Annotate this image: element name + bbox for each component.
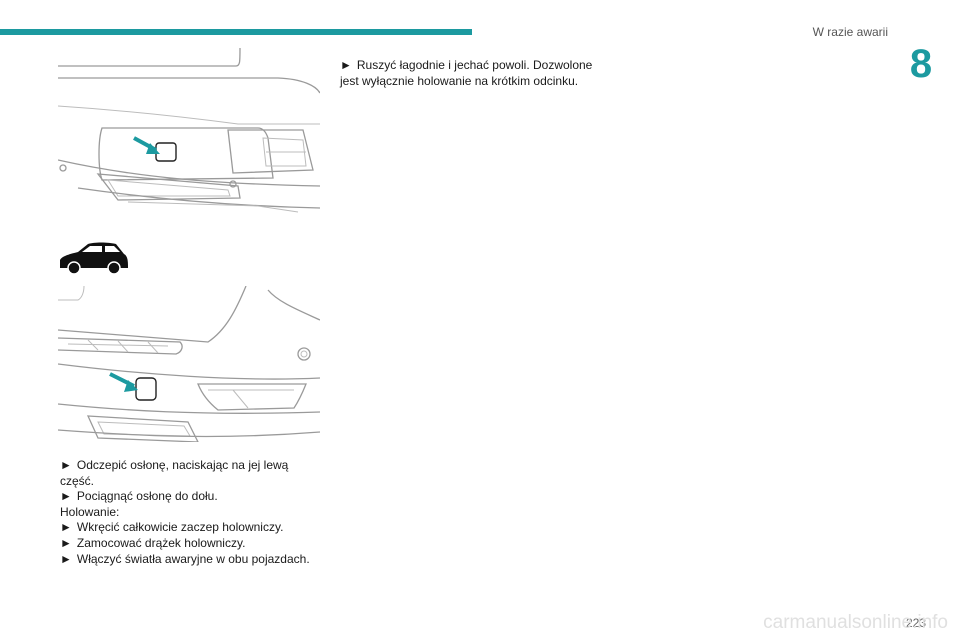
suv-silhouette-icon	[60, 242, 128, 275]
step-drive-slowly: ►Ruszyć łagodnie i jechać powoli. Dozwol…	[340, 58, 593, 88]
instructions-left-column: ►Odczepić osłonę, naciskając na jej lewą…	[60, 458, 322, 567]
section-title: W razie awarii	[812, 25, 888, 39]
towing-heading: Holowanie:	[60, 504, 120, 519]
bullet-arrow-icon: ►	[60, 520, 72, 535]
bumper-cover-illustration	[58, 48, 320, 213]
step-screw-hook: ►Wkręcić całkowicie zaczep holowniczy.	[60, 520, 284, 535]
bullet-arrow-icon: ►	[60, 535, 72, 550]
instructions-right-column: ►Ruszyć łagodnie i jechać powoli. Dozwol…	[340, 58, 610, 89]
step-attach-bar: ►Zamocować drążek holowniczy.	[60, 535, 246, 550]
step-hazard-lights: ►Włączyć światła awaryjne w obu pojazdac…	[60, 551, 310, 566]
suv-bumper-cover-illustration	[58, 286, 320, 442]
bullet-arrow-icon: ►	[340, 58, 352, 72]
chapter-number: 8	[909, 42, 933, 86]
bullet-arrow-icon: ►	[60, 458, 72, 472]
page-number: 223	[906, 616, 927, 630]
watermark: carmanualsonline.info	[763, 612, 948, 633]
step-pull-cover: ►Pociągnąć osłonę do dołu.	[60, 489, 218, 504]
bullet-arrow-icon: ►	[60, 489, 72, 504]
step-unclip-cover: ►Odczepić osłonę, naciskając na jej lewą…	[60, 458, 289, 488]
header-accent-bar	[0, 29, 472, 35]
bullet-arrow-icon: ►	[60, 551, 72, 566]
